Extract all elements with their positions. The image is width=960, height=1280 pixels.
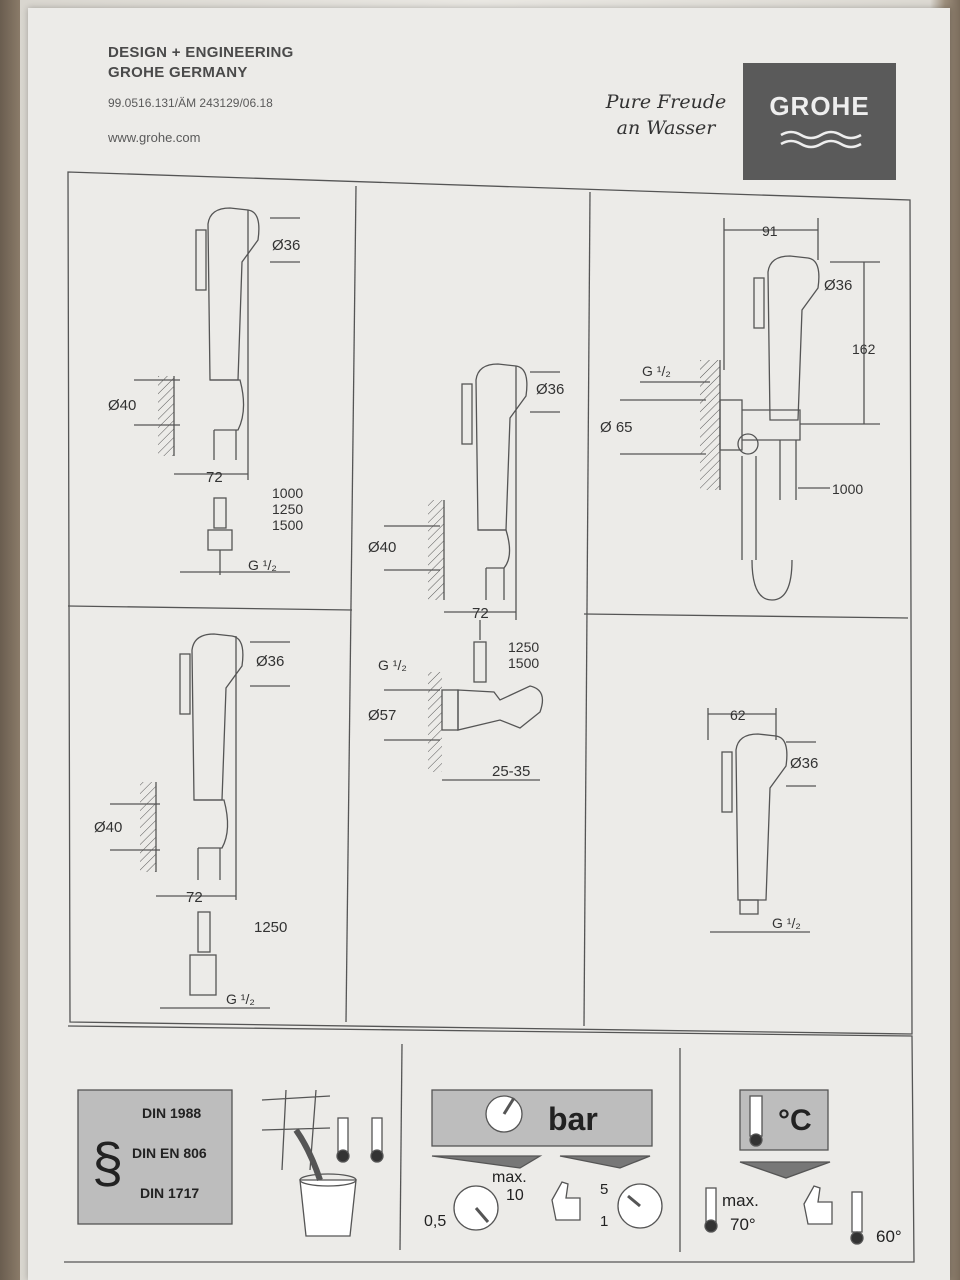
temp-unit: °C	[778, 1104, 812, 1137]
tl-hose-1: 1000	[272, 485, 303, 501]
mid-width: 72	[472, 605, 489, 622]
tr-height: 162	[852, 341, 876, 357]
bl-diameter-head: Ø36	[256, 653, 284, 670]
instruction-sheet	[28, 8, 950, 1280]
temp-max: 70°	[730, 1215, 756, 1234]
pressure-max: 10	[506, 1187, 524, 1204]
pressure-rec-low: 1	[600, 1213, 608, 1230]
mid-depth: 25-35	[492, 763, 530, 780]
grohe-logo: GROHE	[743, 63, 896, 180]
standard-3: DIN 1717	[140, 1185, 199, 1201]
mid-diameter-holder: Ø40	[368, 539, 396, 556]
pressure-unit: bar	[548, 1101, 598, 1137]
pressure-rec-high: 5	[600, 1181, 608, 1198]
br-diameter-head: Ø36	[790, 755, 818, 772]
document-code: 99.0516.131/ÄM 243129/06.18	[108, 96, 273, 110]
tl-hose-3: 1500	[272, 517, 303, 533]
tl-hose-2: 1250	[272, 501, 303, 517]
tr-hose: 1000	[832, 481, 863, 497]
wave-icon	[780, 130, 862, 149]
mid-valve-diameter: Ø57	[368, 707, 396, 724]
tagline-1: Pure Freude	[605, 91, 727, 113]
tr-diameter-head: Ø36	[824, 277, 852, 294]
standard-2: DIN EN 806	[132, 1145, 207, 1161]
tl-thread: G ¹/₂	[248, 557, 277, 573]
mid-diameter-head: Ø36	[536, 381, 564, 398]
paragraph-icon: §	[92, 1131, 123, 1194]
temp-recommended: 60°	[876, 1227, 902, 1246]
pressure-max-label: max.	[492, 1169, 527, 1186]
temp-max-label: max.	[722, 1191, 759, 1210]
br-width: 62	[730, 707, 746, 723]
mid-hose-2: 1500	[508, 655, 539, 671]
tr-thread: G ¹/₂	[642, 363, 671, 379]
brand-name: GROHE	[769, 91, 870, 121]
mid-hose-1: 1250	[508, 639, 539, 655]
tr-flange: Ø 65	[600, 419, 633, 436]
tl-diameter-holder: Ø40	[108, 397, 136, 414]
standard-1: DIN 1988	[142, 1105, 201, 1121]
br-thread: G ¹/₂	[772, 915, 801, 931]
bl-diameter-holder: Ø40	[94, 819, 122, 836]
tr-width: 91	[762, 223, 778, 239]
bl-hose-1: 1250	[254, 919, 287, 936]
website-link[interactable]: www.grohe.com	[108, 130, 201, 145]
bl-width: 72	[186, 889, 203, 906]
tl-width: 72	[206, 469, 223, 486]
tl-diameter-head: Ø36	[272, 237, 300, 254]
pressure-min: 0,5	[424, 1213, 446, 1230]
header-line-2: GROHE GERMANY	[108, 64, 248, 81]
bl-thread: G ¹/₂	[226, 991, 255, 1007]
header-line-1: DESIGN + ENGINEERING	[108, 44, 294, 61]
tagline-2: an Wasser	[616, 117, 716, 139]
mid-thread: G ¹/₂	[378, 657, 407, 673]
